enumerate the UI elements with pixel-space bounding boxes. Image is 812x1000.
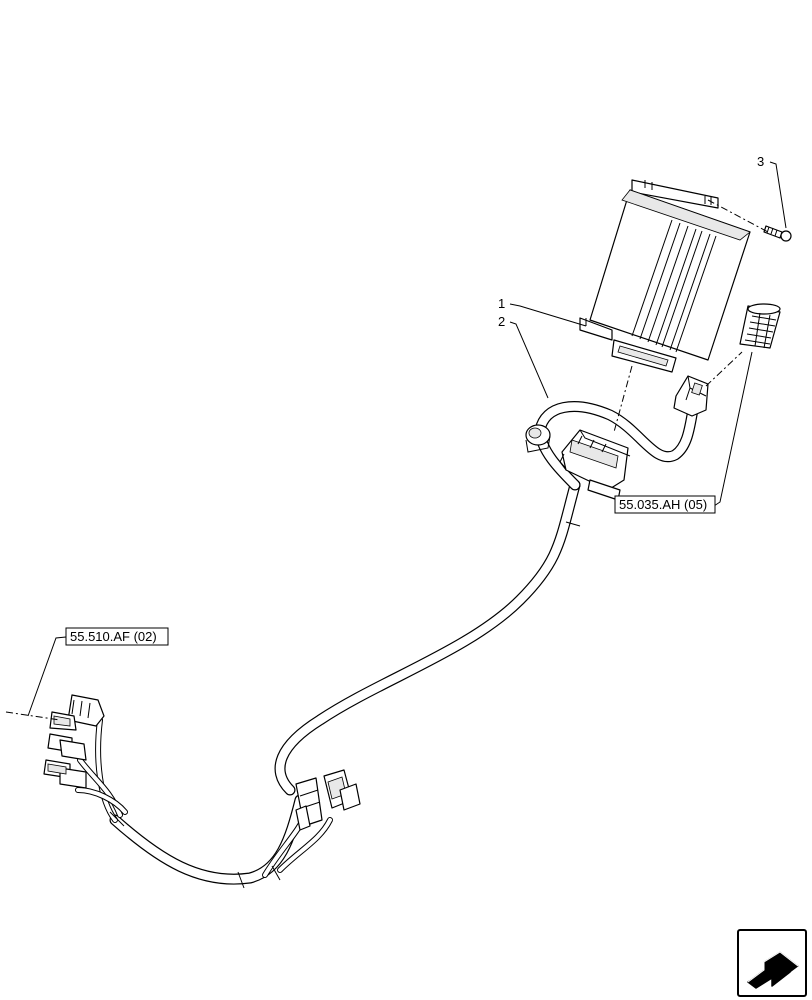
left-connectors <box>43 694 105 789</box>
bolt <box>763 225 792 242</box>
bolt-alignment-line <box>707 199 769 233</box>
ref-left-leader <box>27 636 67 717</box>
socket-alignment-line <box>613 365 633 433</box>
middle-connectors <box>295 769 361 831</box>
grommet <box>525 424 551 453</box>
harness-cable <box>75 394 701 889</box>
threaded-cap <box>739 303 781 349</box>
ref-left-label: 55.510.AF (02) <box>70 629 157 644</box>
next-page-arrow-icon[interactable] <box>737 929 807 997</box>
callout-3-leader <box>769 161 787 229</box>
small-connector <box>673 375 709 417</box>
main-connector <box>559 429 631 501</box>
left-alignment-line <box>5 711 61 721</box>
cap-alignment-line <box>705 351 743 387</box>
callout-3: 3 <box>757 154 764 169</box>
callout-1-leader <box>509 303 587 327</box>
electronic-control-module <box>579 179 751 373</box>
callout-1: 1 <box>498 296 505 311</box>
callout-2-leader <box>509 321 549 399</box>
ref-right-label: 55.035.AH (05) <box>619 497 707 512</box>
ref-box-right[interactable]: 55.035.AH (05) <box>614 495 716 514</box>
ref-right-leader <box>713 351 753 507</box>
callout-2: 2 <box>498 314 505 329</box>
ref-box-left[interactable]: 55.510.AF (02) <box>65 627 169 646</box>
